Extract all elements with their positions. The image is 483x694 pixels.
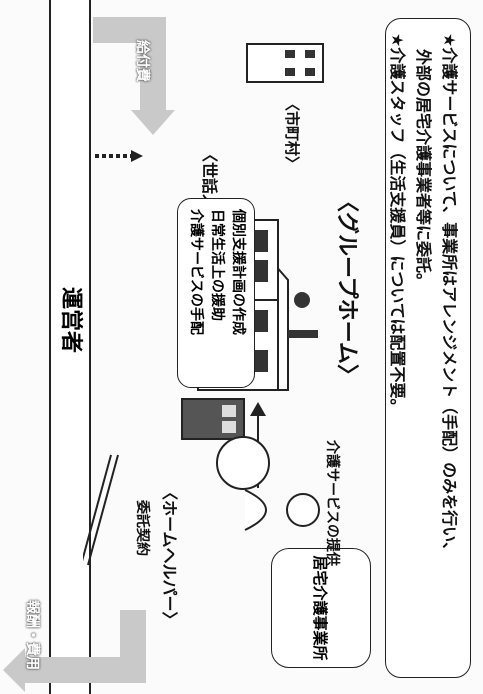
helper-icon bbox=[244, 489, 320, 531]
notes-box: ★介護サービスについて、事業所はアレンジメント（手配）のみを行い、 外部の居宅介… bbox=[385, 18, 471, 678]
municipality-building bbox=[246, 43, 324, 83]
note-line-3: ★介護スタッフ（生活支援員）については配置不要。 bbox=[388, 33, 407, 415]
operator-label: 運営者 bbox=[55, 260, 85, 380]
right-flow-arrow bbox=[3, 610, 146, 692]
municipality-label: 〈市町村〉 bbox=[283, 96, 301, 172]
duty-2: 日常生活上の援助 bbox=[209, 209, 225, 321]
cloud-left-label: 給付費 bbox=[134, 40, 150, 82]
duty-1: 個別支援計画の作成 bbox=[230, 209, 246, 335]
home-care-office-bubble: 居宅介護事業所 bbox=[271, 548, 371, 668]
home-care-office-label: 居宅介護事業所 bbox=[311, 555, 330, 661]
cloud-right-label: 報酬・費用 bbox=[24, 600, 40, 670]
circle-marker bbox=[216, 436, 270, 490]
house-annex bbox=[181, 398, 245, 440]
dotted-arrow bbox=[95, 150, 143, 162]
municipality-flow-arrow bbox=[93, 17, 175, 135]
consignment-contract-label: 委託契約 bbox=[134, 500, 150, 556]
note-line-1: ★介護サービスについて、事業所はアレンジメント（手配）のみを行い、 bbox=[440, 33, 459, 559]
note-line-2: 外部の居宅介護事業者等に委託。 bbox=[414, 49, 433, 290]
duty-3: 介護サービスの手配 bbox=[188, 209, 204, 335]
contract-line bbox=[83, 454, 119, 566]
home-helper-label: 〈ホームヘルパー〉 bbox=[160, 484, 179, 628]
caretaker-duties-box: 個別支援計画の作成 日常生活上の援助 介護サービスの手配 bbox=[177, 198, 255, 388]
